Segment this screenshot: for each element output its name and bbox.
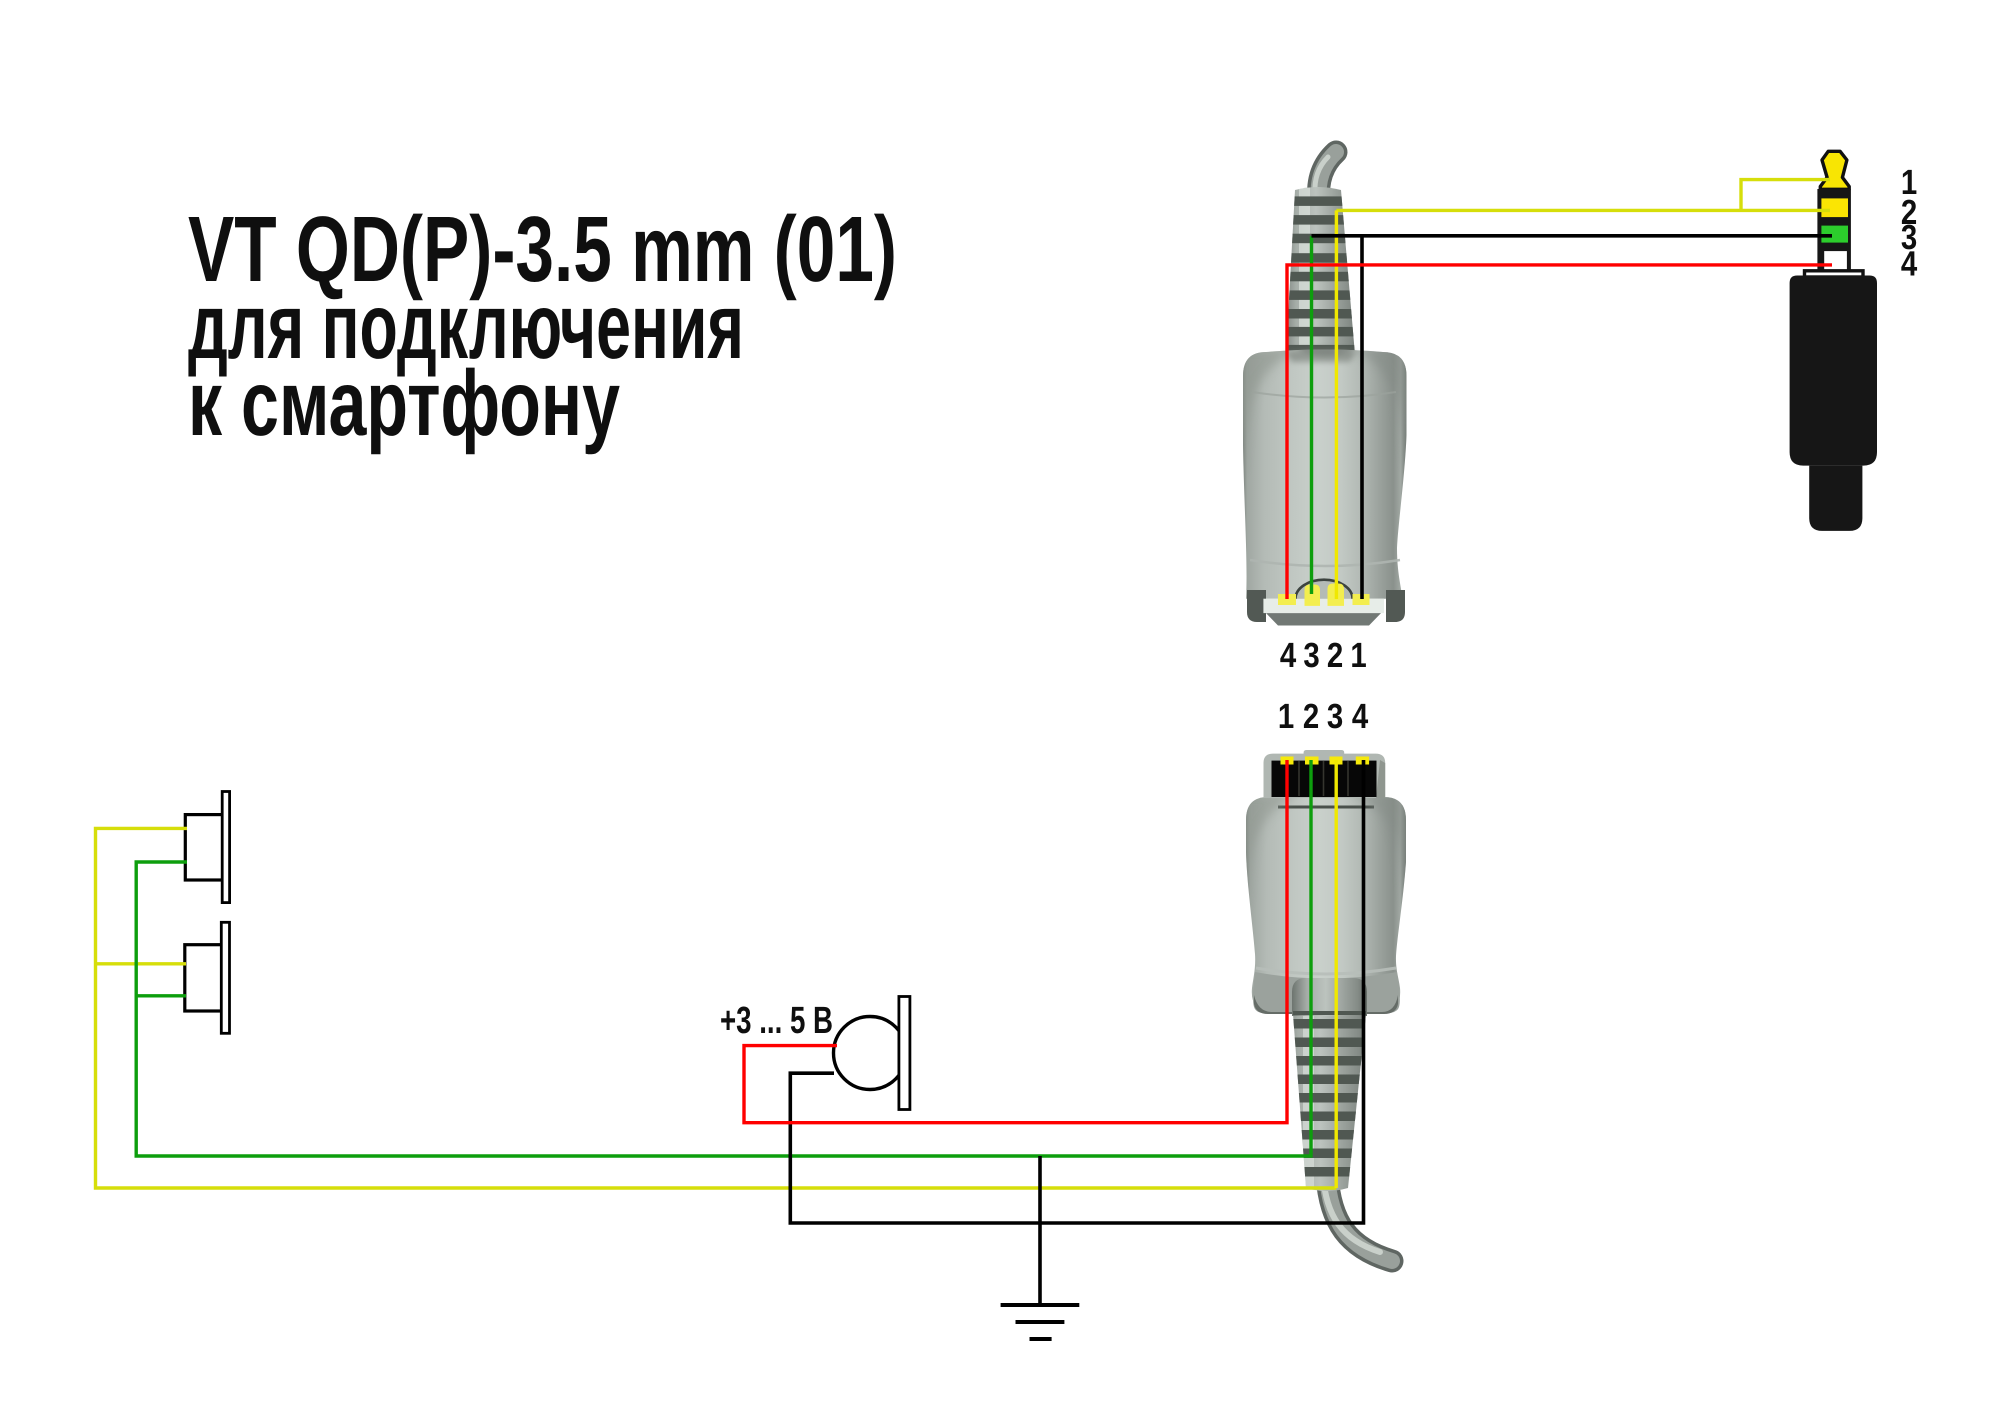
svg-text:3: 3 xyxy=(1901,218,1917,257)
svg-text:VT QD(P)-3.5 mm (01): VT QD(P)-3.5 mm (01) xyxy=(188,197,897,301)
svg-text:3: 3 xyxy=(1303,636,1319,675)
svg-text:2: 2 xyxy=(1327,636,1343,675)
svg-text:1: 1 xyxy=(1350,636,1366,675)
svg-text:к смартфону: к смартфону xyxy=(188,351,620,455)
svg-text:1: 1 xyxy=(1278,697,1294,736)
svg-text:4: 4 xyxy=(1901,245,1918,284)
svg-text:4: 4 xyxy=(1280,636,1297,675)
svg-text:для подключения: для подключения xyxy=(188,274,744,378)
svg-text:2: 2 xyxy=(1303,697,1319,736)
svg-text:4: 4 xyxy=(1352,697,1369,736)
svg-text:3: 3 xyxy=(1327,697,1343,736)
svg-text:+3 ... 5 В: +3 ... 5 В xyxy=(720,1000,833,1042)
svg-text:2: 2 xyxy=(1901,193,1917,232)
svg-text:1: 1 xyxy=(1901,163,1917,202)
